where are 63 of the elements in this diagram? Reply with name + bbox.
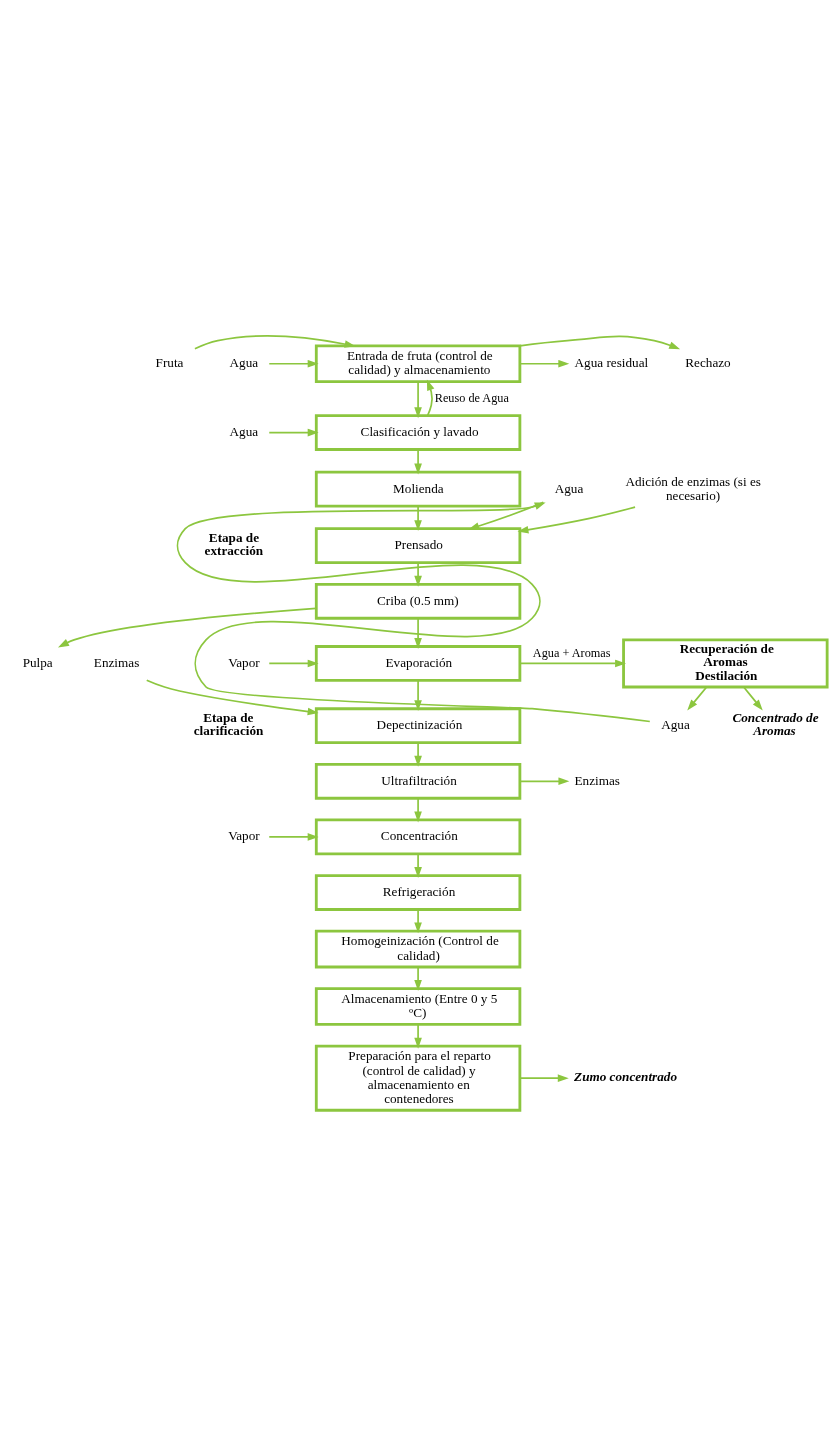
- arrow: [414, 679, 422, 711]
- node-text: Agua: [661, 716, 690, 732]
- label: Etapa de clarificación: [193, 709, 264, 738]
- node-box: Molienda: [314, 470, 522, 507]
- arrow: [414, 561, 422, 587]
- node-text: Rechazo: [685, 354, 731, 370]
- arrow: [519, 335, 681, 349]
- arrow: [414, 380, 422, 418]
- node-box: Concentración: [314, 818, 522, 855]
- node-text: Enzimas: [93, 654, 140, 670]
- node-box: Homogeinización (Control de calidad): [314, 929, 522, 968]
- arrow: [414, 504, 422, 531]
- node-text: Adición de enzimas (si es necesario): [625, 473, 761, 503]
- arrow: [426, 379, 435, 416]
- arrow: [414, 448, 422, 475]
- arrow: [519, 776, 570, 785]
- node-text: Enzimas: [574, 772, 620, 788]
- arrow: [519, 359, 570, 368]
- node-text: Concentrado de Aromas: [732, 709, 819, 738]
- arrow: [743, 685, 763, 710]
- edge-label: Reuso de Agua: [434, 390, 509, 405]
- node-text: Agua: [554, 480, 584, 496]
- arrow: [414, 965, 422, 991]
- node-box: Depectinización: [314, 706, 522, 744]
- arrow: [687, 685, 708, 710]
- node-text: Vapor: [228, 827, 260, 843]
- arrow: [414, 908, 422, 933]
- arrow: [414, 617, 422, 649]
- arrow: [414, 852, 422, 878]
- arrow: [145, 678, 319, 715]
- edge-label: Agua + Aromas: [532, 645, 611, 660]
- node-text: Pulpa: [22, 654, 53, 670]
- node-box: Criba (0.5 mm): [314, 582, 522, 620]
- arrow: [57, 607, 317, 647]
- arrow: [414, 797, 422, 822]
- arrow: [517, 505, 636, 533]
- node-text: Agua: [229, 423, 259, 439]
- arrow: [268, 428, 319, 436]
- arrow: [414, 741, 422, 767]
- arrow: [268, 659, 319, 667]
- node-box: Almacenamiento (Entre 0 y 5 ºC): [314, 986, 522, 1026]
- label: Etapa de extracción: [204, 529, 264, 558]
- node-box: Evaporación: [314, 644, 522, 682]
- node-box: Entrada de fruta (control de calidad) y almacenamiento: [314, 343, 522, 383]
- arrow: [194, 334, 356, 350]
- arrow: [268, 832, 319, 841]
- node-text: Zumo concentrado: [574, 1068, 678, 1084]
- node-box: Clasificación y lavado: [314, 413, 522, 451]
- node-box: Refrigeración: [314, 873, 522, 911]
- node-box: Recuperación de Aromas Destilación: [622, 638, 829, 688]
- node-box: Prensado: [314, 526, 522, 564]
- arrow: [268, 359, 319, 368]
- node-text: Vapor: [228, 654, 260, 670]
- node-box: Preparación para el reparto (control de calidad) y almacenamiento en contenedores: [314, 1044, 522, 1112]
- node-text: Agua: [229, 354, 259, 370]
- arrow: [176, 501, 651, 722]
- arrow: [519, 659, 627, 667]
- node-box: Ultrafiltración: [314, 762, 522, 800]
- arrow: [519, 1073, 569, 1082]
- arrow: [468, 500, 545, 530]
- node-text: Agua residual: [574, 354, 649, 370]
- node-text: Fruta: [155, 354, 184, 370]
- arrow: [414, 1023, 422, 1049]
